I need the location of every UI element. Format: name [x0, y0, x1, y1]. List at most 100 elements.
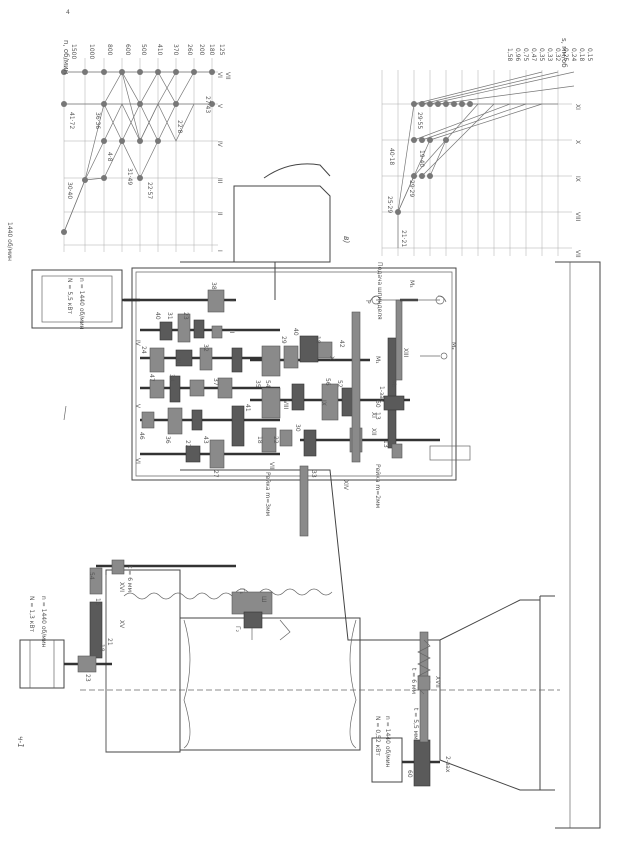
ratio-label: 40·18: [388, 148, 395, 165]
ratio-label: 41·72: [68, 112, 75, 129]
rpm-label: 800: [106, 44, 113, 56]
gear-number: 41: [244, 404, 251, 412]
main-motor-rpm: n = 1440 об/мин: [78, 278, 85, 330]
gear-number: 43: [202, 436, 209, 444]
feed-value-label: 0,47: [530, 48, 537, 62]
handwheel: [369, 295, 447, 305]
speed-chart: n, об/мин 1500 1000 800 600 500 410 370 …: [6, 40, 231, 261]
shaft-label: VII: [224, 72, 231, 80]
handwheel-label: Р: [364, 300, 371, 304]
speed-chart-axis-title: n, об/мин: [62, 40, 70, 74]
gear-number: 13: [382, 440, 389, 448]
gear-number: 31: [166, 312, 173, 320]
rpm-label: 1000: [88, 44, 95, 59]
shaft-label: I: [228, 300, 235, 302]
feed-chart-nodes: [395, 101, 473, 215]
main-shaft-labels: I II III IV V VI VII VIII IX X XI XII XI…: [134, 300, 409, 491]
gear-number: 29: [280, 336, 287, 344]
shaft-label: VII: [574, 250, 581, 258]
shaft-label: XIV: [342, 480, 349, 491]
rpm-label: 370: [172, 44, 179, 56]
ratio-label: 22·8: [176, 120, 183, 134]
gear-number: 38: [210, 282, 217, 290]
gear-number: 24: [140, 346, 147, 354]
speed-chart-ratio-labels: 41·72 36·36 4·8 31·49 22·57 30·40 22·8 2…: [66, 96, 211, 199]
clamp-screw-label: t = 5,5 мм: [412, 708, 419, 740]
ratio-label: 21·21: [400, 230, 407, 247]
clutch-label: М₃: [408, 280, 415, 288]
gear-number: 27: [212, 470, 219, 478]
clamp-worm-label: 2-зах: [444, 756, 451, 773]
clamp-drive: N = 0,52 кВт n = 1440 об/мин 2-зах 60 t …: [371, 631, 451, 787]
clamp-motor-rpm: n = 1440 об/мин: [384, 716, 391, 768]
feed-chart-letter: в): [342, 236, 351, 243]
shaft-label: III: [216, 178, 223, 184]
main-motor-power: N = 5,5 кВт: [66, 278, 73, 315]
shaft-label: VIII: [574, 212, 581, 222]
speed-chart-nodes: [61, 69, 215, 235]
speed-chart-rays: [63, 71, 212, 233]
speed-chart-rpm-labels: 1500 1000 800 600 500 410 370 260 200 18…: [70, 44, 225, 59]
gear-number: 18: [256, 436, 263, 444]
shaft-label: II: [228, 330, 235, 334]
feed-chart-axis-title: s, мм/об: [560, 38, 568, 68]
speed-chart-shaft-labels: I II III IV V VI VII: [216, 72, 231, 252]
gear-number: 35: [254, 380, 261, 388]
feed-chart: s, мм/об 1,58 0,96 0,75 0,47 0,35 0,33 0…: [342, 38, 593, 258]
main-motor: N = 5,5 кВт n = 1440 об/мин: [31, 269, 140, 330]
gear-number: 33: [310, 470, 317, 478]
column-motor-power: N = 1,3 кВт: [28, 596, 35, 633]
corner-mark: 4: [66, 9, 70, 16]
shaft-label: XI: [574, 104, 581, 110]
clamp-worm-gear: 60: [406, 770, 413, 778]
shaft-label: VI: [134, 458, 141, 464]
shaft-label: XI: [370, 412, 377, 418]
column-motor-rpm: n = 1440 об/мин: [40, 596, 47, 648]
shaft-label: III: [174, 358, 181, 364]
gear-number: 54: [264, 380, 271, 388]
ratio-label: 4·8: [106, 152, 113, 162]
feed-value-label: 1,58: [506, 48, 513, 62]
feed-handle: [420, 352, 448, 360]
column-shaft: XVI: [118, 582, 125, 592]
ratio-label: 36·36: [94, 112, 101, 129]
feed-value-label: 0,96: [514, 48, 521, 62]
ratio-label: 25·29: [386, 196, 393, 213]
column-gear: 23: [84, 674, 91, 682]
feed-value-label: 0,75: [522, 48, 529, 62]
worm-label: 1-зах: [378, 386, 385, 403]
ratio-label: 29·55: [416, 112, 423, 129]
gear-number: 22: [272, 436, 279, 444]
shaft-label: IV: [216, 141, 223, 148]
gear-number: 40: [154, 312, 161, 320]
ratio-label: 27·43: [204, 96, 211, 113]
clutch-label: Мₓ: [450, 342, 457, 350]
ratio-label: 19·40: [418, 150, 425, 167]
rpm-label: 125: [218, 44, 225, 56]
machine-outline: [80, 163, 601, 829]
gear-number: 47: [148, 374, 155, 382]
feed-value-label: 0,15: [586, 48, 593, 62]
rpm-label: 260: [186, 44, 193, 56]
worm-gear-label: 60: [374, 400, 381, 408]
rpm-label: 600: [124, 44, 131, 56]
feed-chart-values: 1,58 0,96 0,75 0,47 0,35 0,33 0,32 0,25 …: [506, 48, 593, 62]
clutch-labels: М₁ М₂ М₃ Мₓ: [374, 280, 457, 388]
rpm-label: 410: [156, 44, 163, 56]
ratio-label: 30·40: [66, 182, 73, 199]
column-gear: 54: [88, 572, 95, 580]
column-gear: 18: [98, 644, 105, 652]
speed-chart-grid: [63, 58, 218, 252]
shaft-label: V: [134, 404, 141, 409]
column-gear: 16: [94, 598, 101, 606]
gear-number: 52: [336, 380, 343, 388]
figure-number: ч-1: [16, 736, 25, 748]
shaft-label: II: [216, 212, 223, 216]
gear-number: 32: [202, 344, 209, 352]
nut-label: Г₁: [238, 588, 245, 595]
gear-set: [141, 289, 471, 537]
shaft-label: IX: [574, 176, 581, 182]
ratio-label: 31·49: [126, 168, 133, 185]
feed-value-label: 0,24: [570, 48, 577, 62]
shaft-label: VII: [268, 462, 275, 470]
